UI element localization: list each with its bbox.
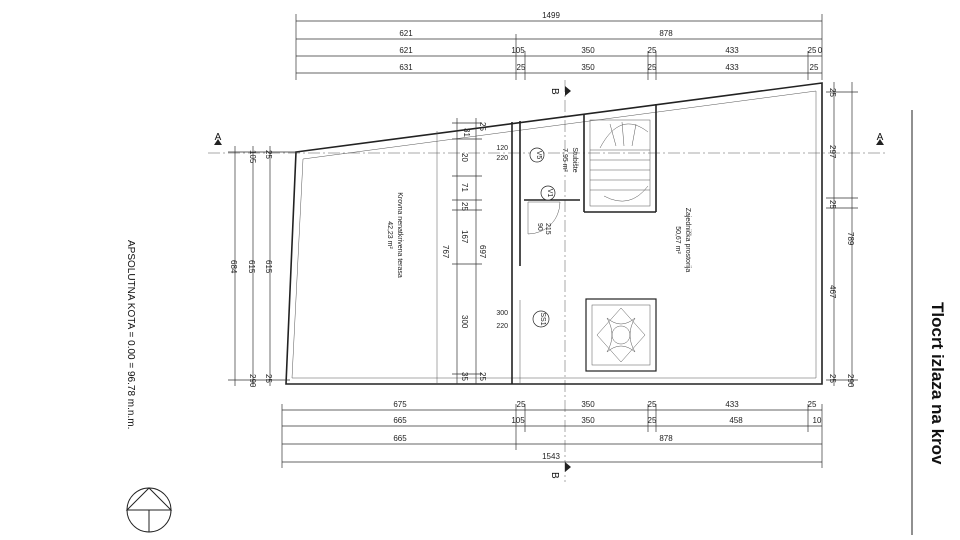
door-v5-height: 220 (496, 155, 508, 162)
room-terrace: Krovna nenatkrivena terasa 42,23 m² (386, 192, 403, 278)
right-dimension-lines (826, 82, 858, 386)
bottom-dim-row1-d: 25 (648, 400, 657, 409)
tag-v5-label: V5 (535, 151, 542, 160)
top-dim-row2-b: 878 (659, 29, 673, 38)
door-v1-width: 90 (536, 223, 543, 231)
section-b-top-label: B (549, 88, 560, 95)
inner-dim-31: 31 (462, 128, 471, 137)
section-a-right-label: A (877, 132, 884, 143)
section-lines (208, 80, 888, 482)
window-ss1-height: 220 (496, 323, 508, 330)
room-stairs-name: Stubište (571, 147, 578, 172)
section-b-bottom-label: B (549, 472, 560, 479)
right-dim-25a: 25 (828, 88, 837, 97)
top-dim-row3-g: 0 (818, 46, 823, 55)
bottom-dim-row3-b: 878 (659, 434, 673, 443)
bottom-dim-row3-a: 665 (393, 434, 407, 443)
right-dim-297: 297 (828, 145, 837, 159)
tag-v1: V1 (540, 185, 556, 201)
room-stairs: Stubište 7,95 m² (561, 147, 578, 172)
inner-dim-697: 697 (478, 245, 487, 259)
elevation-note: APSOLUTNA KOTA = 0.00 = 96.78 m.n.m. (125, 240, 136, 429)
top-dim-row3-c: 350 (581, 46, 595, 55)
bottom-dim-row1-c: 350 (581, 400, 595, 409)
left-dim-bottom-small-b: 25 (264, 374, 273, 383)
top-dim-row4-e: 433 (725, 63, 739, 72)
top-dim-row3-e: 433 (725, 46, 739, 55)
door-v1-height: 215 (544, 223, 551, 235)
north-arrow-icon (125, 487, 173, 533)
inner-dim-25a: 25 (478, 122, 487, 131)
top-dim-row3-b: 105 (511, 46, 525, 55)
right-dim-290: 290 (846, 374, 855, 388)
top-dim-row4-a: 631 (399, 63, 413, 72)
room-common-name: Zajednička prostorija (684, 208, 691, 273)
top-dim-row4-c: 350 (581, 63, 595, 72)
bottom-dim-row2-e: 458 (729, 416, 743, 425)
tag-v5: V5 (529, 147, 545, 163)
inner-dim-35: 35 (460, 372, 469, 381)
inner-dim-20: 20 (460, 153, 469, 162)
tag-ss1-label: SS1 (539, 312, 546, 325)
top-dim-row3-d: 25 (648, 46, 657, 55)
left-dim-bottom-small-a: 290 (248, 374, 257, 388)
room-stairs-area: 7,95 m² (561, 148, 568, 172)
bottom-dim-row2-f: 10 (813, 416, 822, 425)
top-dim-row4-f: 25 (810, 63, 819, 72)
drawing-title: Tlocrt izlaza na krov (928, 302, 947, 465)
top-dim-row2-a: 621 (399, 29, 413, 38)
tag-ss1: SS1 (532, 310, 550, 328)
inner-dim-25b: 25 (460, 202, 469, 211)
bottom-dim-row2-c: 350 (581, 416, 595, 425)
staircase-icon (589, 119, 651, 207)
door-swing-icon (527, 201, 561, 235)
room-terrace-area: 42,23 m² (386, 221, 393, 249)
top-dim-row4-d: 25 (648, 63, 657, 72)
bottom-dim-row2-b: 105 (511, 416, 525, 425)
bottom-dim-overall: 1543 (542, 452, 560, 461)
bottom-dim-row2-d: 25 (648, 416, 657, 425)
right-dim-25b: 25 (828, 200, 837, 209)
door-v5-width: 120 (496, 145, 508, 152)
inner-dim-25c: 25 (478, 372, 487, 381)
window-ss1-width: 300 (496, 310, 508, 317)
inner-dim-71: 71 (460, 183, 469, 192)
section-a-right-arrow-icon (876, 139, 884, 145)
building-walls (285, 82, 823, 385)
inner-dim-767: 767 (441, 245, 450, 259)
top-dimension-lines (295, 14, 823, 80)
left-dim-top-small-a: 105 (248, 150, 257, 164)
tag-v1-label: V1 (546, 189, 553, 198)
section-a-left-arrow-icon (214, 139, 222, 145)
section-a-left-label: A (215, 132, 222, 143)
top-dim-overall: 1499 (542, 11, 560, 20)
right-dim-467: 467 (828, 285, 837, 299)
section-b-top-arrow-icon (565, 86, 571, 96)
left-dim-inner: 615 (264, 260, 273, 274)
left-dimension-lines (228, 146, 300, 386)
top-dim-row3-a: 621 (399, 46, 413, 55)
room-common-area: 50,67 m² (674, 226, 681, 254)
top-dim-row4-b: 25 (517, 63, 526, 72)
left-dim-outer: 684 (229, 260, 238, 274)
skylight-icon (585, 298, 657, 372)
bottom-dim-row2-a: 665 (393, 416, 407, 425)
bottom-dim-row1-f: 25 (808, 400, 817, 409)
section-b-bottom-arrow-icon (565, 462, 571, 472)
inner-dim-167: 167 (460, 230, 469, 244)
left-dim-top-small-b: 25 (264, 150, 273, 159)
right-dim-25c: 25 (828, 374, 837, 383)
top-dim-row3-f: 25 (808, 46, 817, 55)
left-dim-mid: 615 (247, 260, 256, 274)
bottom-dim-row1-a: 675 (393, 400, 407, 409)
bottom-dim-row1-b: 25 (517, 400, 526, 409)
room-terrace-name: Krovna nenatkrivena terasa (396, 192, 403, 278)
room-common: Zajednička prostorija 50,67 m² (674, 208, 691, 273)
bottom-dim-row1-e: 433 (725, 400, 739, 409)
inner-dim-300: 300 (460, 315, 469, 329)
right-dim-outer: 789 (846, 232, 855, 246)
inner-dimension-lines (452, 118, 482, 384)
bottom-dimension-lines (281, 404, 823, 468)
